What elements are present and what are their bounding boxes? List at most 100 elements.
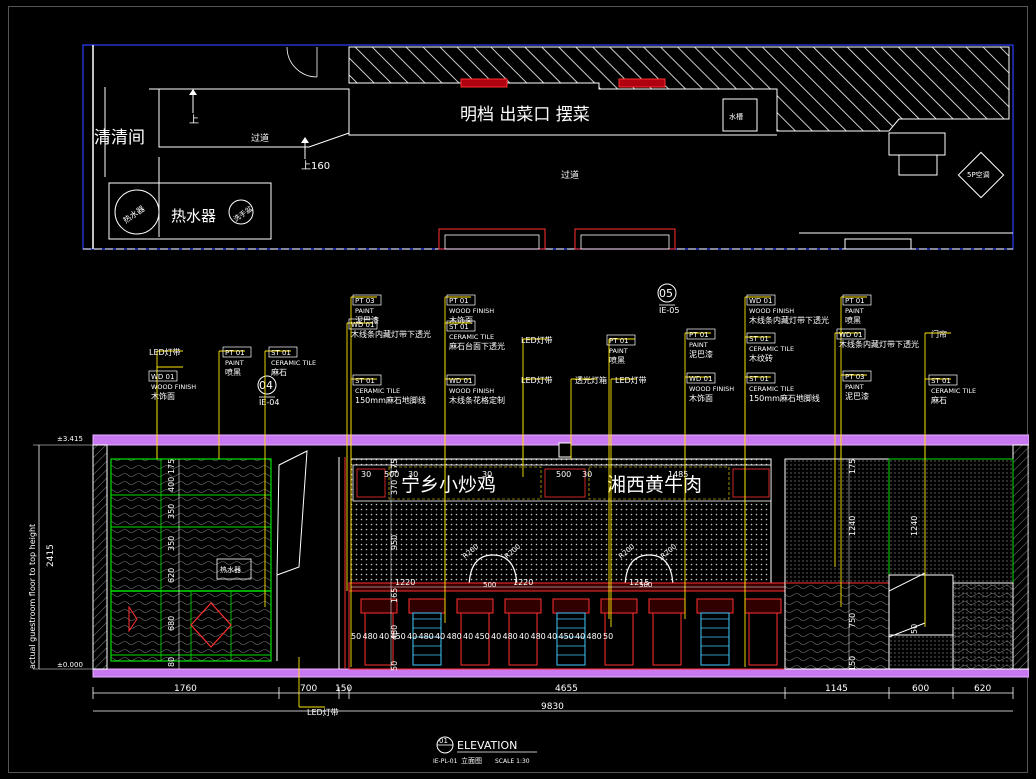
annotation-en: WOOD FINISH: [749, 307, 794, 315]
annotation-callout: LED灯带: [521, 335, 553, 477]
dim-sign-width: 30: [482, 470, 492, 479]
dim-bottom: 620: [974, 684, 991, 694]
dim-stool-width: 40: [519, 632, 529, 641]
plan-window-1: [460, 78, 508, 88]
dim-center-vertical: 480: [390, 625, 399, 640]
dim-bottom: 700: [300, 684, 317, 694]
dim-stool-width: 40: [491, 632, 501, 641]
plan-round-right: [228, 199, 254, 225]
annotation-en: CERAMIC TILE: [355, 387, 400, 395]
plan-sink: [722, 98, 758, 132]
annotation-cn: 木饰面: [151, 391, 175, 401]
door-curtain: [888, 574, 954, 636]
plan-cleaning-room-label: 清清间: [94, 128, 145, 148]
annotation-cn: 麻石台面下透光: [449, 341, 505, 351]
annotation-cn: 泥巴漆: [689, 349, 713, 359]
dim-stool-width: 480: [419, 632, 434, 641]
annotation-cn: 150mm麻石地脚线: [355, 395, 426, 405]
plan-hatched-wall: [348, 46, 1010, 132]
dim-stool-width: 480: [447, 632, 462, 641]
annotation-code: WD 01: [351, 321, 374, 329]
dim-stool-width: 40: [463, 632, 473, 641]
annotation-code: ST 01: [449, 323, 469, 331]
annotation-code: LED灯带: [615, 375, 647, 385]
dim-stool-width: 50: [603, 632, 613, 641]
dim-stool-width: 450: [559, 632, 574, 641]
annotation-code: PT 03: [845, 373, 865, 381]
annotation-cn: 木线条内藏灯带下透光: [749, 315, 829, 325]
dim-mid-width: 1220: [513, 578, 533, 587]
plan-table-2: [574, 228, 676, 250]
annotation-code: ST 01: [931, 377, 951, 385]
dim-far-right-vertical: 50: [910, 624, 919, 634]
dim-stool-width: 40: [435, 632, 445, 641]
elev-bottom-mark: ±0.000: [57, 661, 83, 669]
dim-left-vertical: 175: [167, 459, 176, 474]
title-scale: SCALE 1:30: [495, 758, 530, 765]
plan-round-right-label: 洗手盆: [232, 204, 254, 223]
annotation-cn: 泥巴漆: [355, 315, 379, 325]
dim-bottom: 4655: [555, 684, 578, 694]
plan-counter-label: 明档 出菜口 摆菜: [460, 105, 590, 125]
elevation-floor-slab: [92, 668, 1030, 678]
annotation-cn: 喷黑: [225, 367, 241, 377]
dim-right-vertical: 750: [848, 613, 857, 628]
dim-stool-width: 480: [531, 632, 546, 641]
annotation-code: LED灯带: [307, 707, 339, 717]
dim-bottom: 150: [335, 684, 352, 694]
dim-left-vertical: 400: [167, 477, 176, 492]
dim-stool-width: 450: [475, 632, 490, 641]
dim-bottom: 1145: [825, 684, 848, 694]
dim-bottom: 600: [912, 684, 929, 694]
dim-right-vertical: 175: [848, 459, 857, 474]
plan-corridor-a-label: 过道: [251, 132, 269, 144]
annotation-en: CERAMIC TILE: [931, 387, 976, 395]
dim-right-vertical: 1240: [848, 516, 857, 536]
annotation-en: PAINT: [689, 341, 708, 349]
dim-stool-width: 40: [407, 632, 417, 641]
annotation-code: PT 01: [845, 297, 865, 305]
callout-04-sub: IE-04: [259, 398, 279, 407]
elev-top-mark: ±3.415: [57, 435, 83, 443]
annotation-en: CERAMIC TILE: [749, 345, 794, 353]
cad-viewport: 清清间 明档 出菜口 摆菜 过道 过道 热水器 水槽 5P空调 热水器 洗手盆 …: [8, 6, 1030, 773]
annotation-en: PAINT: [225, 359, 244, 367]
annotation-callout: LED灯带: [521, 375, 553, 465]
annotation-callout: LED灯带: [298, 657, 339, 717]
dim-sign-width: 500: [384, 470, 399, 479]
dim-stool-width: 50: [351, 632, 361, 641]
annotation-callout: 透光灯箱: [570, 375, 607, 459]
pendant-light-2: [624, 554, 674, 590]
annotation-code: ST 01: [271, 349, 291, 357]
bar-stool: [600, 598, 638, 666]
sign-left-text: 宁乡小炒鸡: [401, 474, 496, 496]
annotation-code: WD 01: [839, 331, 862, 339]
dim-sign-width: 30: [361, 470, 371, 479]
annotation-code: ST 01: [749, 375, 769, 383]
annotation-cn: 木线条内藏灯带下透光: [839, 339, 919, 349]
dim-far-right-vertical: 1240: [910, 516, 919, 536]
annotation-cn: 泥巴漆: [845, 391, 869, 401]
annotation-en: WOOD FINISH: [151, 383, 196, 391]
plan-water-heater-box: [108, 182, 272, 240]
plan-table-1: [438, 228, 546, 250]
dim-sign-width: 30: [582, 470, 592, 479]
elev-height-label: actual guestroom floor to top height: [28, 524, 37, 669]
annotation-cn: 麻石: [931, 395, 947, 405]
dim-left-vertical: 680: [167, 616, 176, 631]
bar-stool: [456, 598, 494, 666]
plan-level-up: 上: [189, 114, 199, 126]
annotation-cn: 麻石: [271, 367, 287, 377]
annotation-en: PAINT: [845, 307, 864, 315]
dim-sign-width: 30: [408, 470, 418, 479]
dim-center-vertical: 370: [390, 480, 399, 495]
pendant-light-1: [468, 554, 518, 590]
dim-right-vertical: 150: [848, 656, 857, 671]
dim-bottom: 1760: [174, 684, 197, 694]
